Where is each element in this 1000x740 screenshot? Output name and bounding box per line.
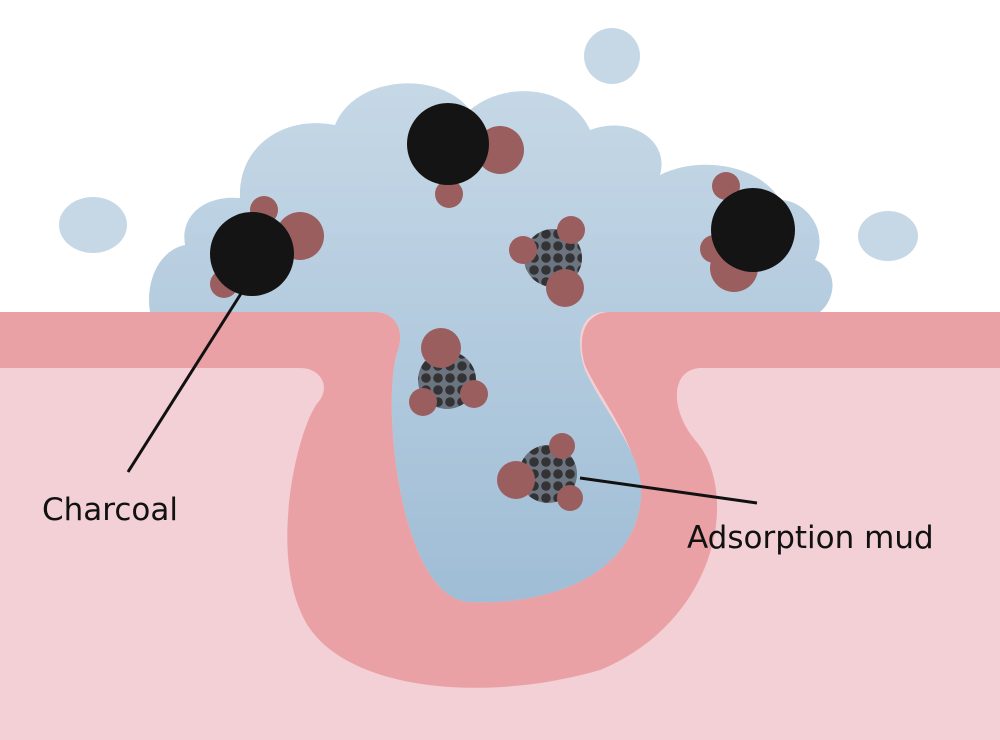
foam-bubble [858, 211, 918, 261]
mud-particle [409, 328, 488, 416]
dirt-particle [421, 328, 461, 368]
dirt-particle [409, 388, 437, 416]
dirt-particle [549, 433, 575, 459]
mud-leader-line [579, 476, 758, 505]
charcoal-label: Charcoal [42, 492, 178, 528]
foam-bubble [584, 28, 640, 84]
dirt-particle [557, 485, 583, 511]
dirt-particle [497, 461, 535, 499]
dirt-particle [712, 172, 740, 200]
dirt-particle [435, 180, 463, 208]
charcoal-particle [210, 196, 324, 298]
charcoal-ball [711, 188, 795, 272]
charcoal-ball [210, 212, 294, 296]
adsorption-mud-label: Adsorption mud [687, 520, 934, 556]
dirt-particle [557, 216, 585, 244]
charcoal-leader-line [126, 291, 244, 473]
dirt-particle [546, 269, 584, 307]
dirt-particle [460, 380, 488, 408]
foam-bubble [59, 197, 127, 253]
foam-blob [149, 83, 833, 603]
dirt-particle [509, 236, 537, 264]
mud-particle [509, 216, 585, 307]
charcoal-ball [407, 103, 489, 185]
charcoal-particle [700, 172, 795, 292]
skin-surface-layer [0, 312, 1000, 688]
charcoal-particle [407, 103, 524, 208]
mud-particle [497, 433, 583, 511]
